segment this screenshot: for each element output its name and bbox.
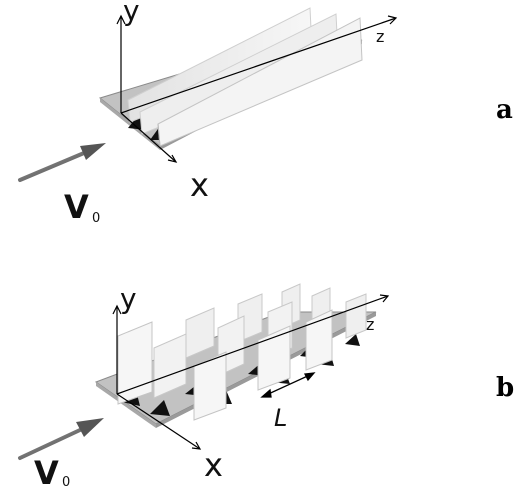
velocity-label: V <box>64 188 89 226</box>
panel-b-diagram: L y x z V 0 b <box>18 282 514 488</box>
x-axis-label: x <box>190 166 209 204</box>
x-axis-label: x <box>204 446 223 484</box>
z-axis-label: z <box>366 315 374 334</box>
panel-letter-b: b <box>496 373 514 403</box>
velocity-subscript: 0 <box>92 211 100 226</box>
spacing-label: L <box>274 404 287 432</box>
panel-b: L y x z V 0 b <box>0 244 526 488</box>
fins-front-row <box>117 309 333 421</box>
panel-a-diagram: y x z V 0 a <box>18 0 513 226</box>
z-axis-line <box>120 17 397 114</box>
axes-b <box>112 294 390 450</box>
x-axis-line <box>116 393 201 450</box>
y-axis-label: y <box>120 282 137 315</box>
panel-a: y x z V 0 a <box>18 0 513 226</box>
axes-a <box>116 14 398 163</box>
velocity-label: V <box>34 454 59 488</box>
x-axis-line <box>120 112 177 163</box>
velocity-arrow-b <box>18 418 104 460</box>
z-axis-line <box>116 295 389 395</box>
velocity-subscript: 0 <box>62 475 70 488</box>
y-axis-label: y <box>123 0 140 27</box>
z-axis-label: z <box>376 27 384 46</box>
spacing-marker <box>260 372 316 398</box>
panel-letter-a: a <box>496 95 513 125</box>
velocity-arrow-a <box>18 143 106 182</box>
